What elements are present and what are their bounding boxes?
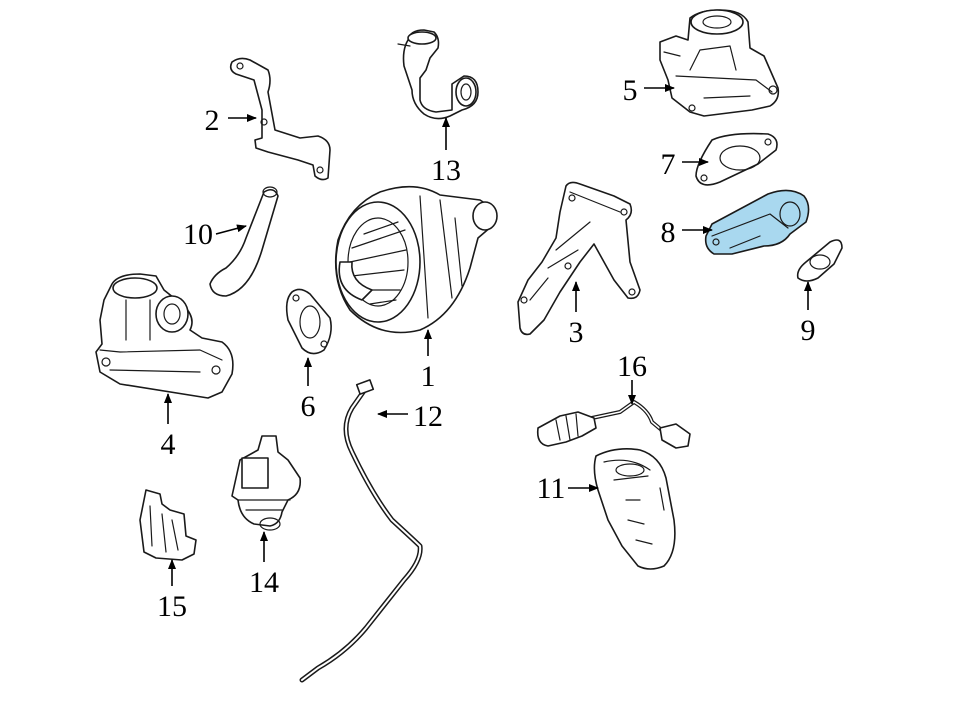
- part-12-pipe[interactable]: [299, 379, 423, 683]
- part-6-gasket[interactable]: [285, 288, 332, 355]
- part-2-bracket[interactable]: [229, 57, 331, 181]
- callout-5: 5: [623, 74, 638, 107]
- callout-9: 9: [801, 314, 816, 347]
- part-7-gasket[interactable]: [695, 132, 778, 186]
- part-16-sensor[interactable]: [536, 400, 691, 449]
- part-14-solenoid[interactable]: [231, 435, 302, 531]
- callout-arrows: [164, 84, 812, 586]
- part-9-gasket[interactable]: [796, 239, 843, 282]
- part-11-heat-shield[interactable]: [593, 448, 676, 570]
- part-15-bracket[interactable]: [139, 489, 197, 561]
- callout-6: 6: [301, 390, 316, 423]
- callout-10: 10: [183, 218, 213, 251]
- part-10-hose[interactable]: [209, 186, 279, 297]
- callout-14: 14: [249, 566, 279, 599]
- part-1-air-pump[interactable]: [334, 185, 498, 334]
- callout-16: 16: [617, 350, 647, 383]
- part-8-highlighted-adapter[interactable]: [704, 189, 810, 255]
- part-5-egr-valve[interactable]: [659, 9, 780, 117]
- callout-7: 7: [661, 148, 676, 181]
- callout-labels: 1 2 3 4 5 6 7 8 9 10 11 12 13 14 15 16: [157, 74, 816, 623]
- callout-13: 13: [431, 154, 461, 187]
- part-4-egr-valve[interactable]: [95, 273, 234, 399]
- callout-1: 1: [421, 360, 436, 393]
- callout-8: 8: [661, 216, 676, 249]
- callout-11: 11: [537, 472, 566, 505]
- callout-15: 15: [157, 590, 187, 623]
- part-13-valve[interactable]: [397, 29, 479, 120]
- part-3-bracket[interactable]: [517, 181, 641, 336]
- callout-3: 3: [569, 316, 584, 349]
- callout-4: 4: [161, 428, 176, 461]
- callout-12: 12: [413, 400, 443, 433]
- callout-2: 2: [205, 104, 220, 137]
